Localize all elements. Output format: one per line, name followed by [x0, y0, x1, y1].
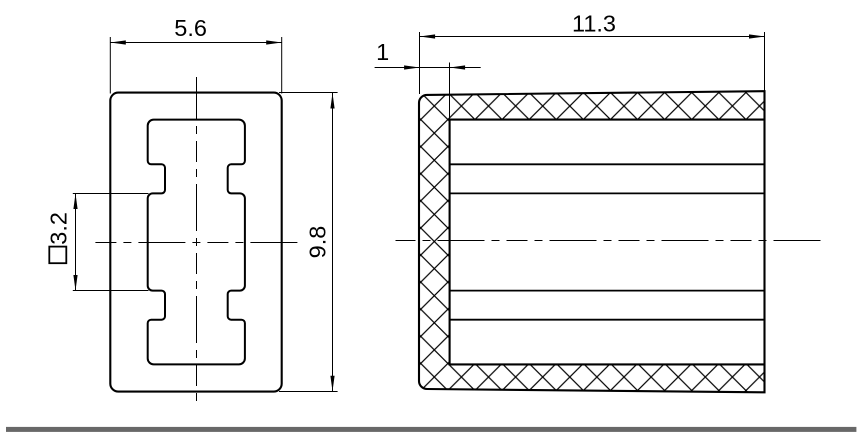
svg-text:5.6: 5.6: [174, 15, 207, 41]
svg-text:11.3: 11.3: [572, 10, 616, 36]
svg-text:3.2: 3.2: [45, 212, 71, 245]
svg-text:9.8: 9.8: [305, 226, 331, 259]
svg-text:1: 1: [376, 39, 389, 65]
